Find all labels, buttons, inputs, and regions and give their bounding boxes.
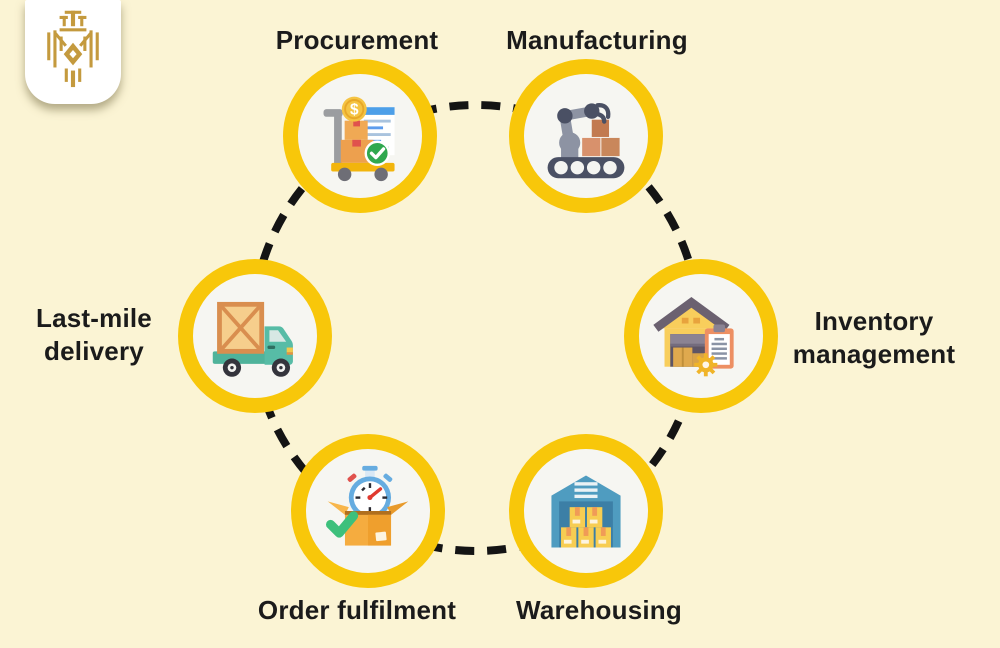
svg-text:$: $ (350, 101, 359, 118)
label-manufacturing: Manufacturing (506, 25, 688, 55)
label-inventory-management: Inventory management (792, 306, 956, 369)
node-warehousing (509, 434, 663, 588)
node-last-mile-delivery (178, 259, 332, 413)
hand-truck-invoice-icon: $ (323, 96, 395, 182)
node-order-fulfilment (291, 434, 445, 588)
label-last-mile-delivery: Last-mile delivery (36, 303, 152, 366)
open-box-stopwatch-check-icon (326, 465, 409, 546)
delivery-truck-crate-icon (212, 301, 293, 377)
warehouse-clipboard-gear-icon (653, 297, 734, 377)
label-procurement: Procurement (275, 25, 439, 55)
robot-arm-conveyor-icon (547, 103, 625, 179)
warehouse-stacked-boxes-icon (551, 475, 621, 548)
brand-logo (25, 0, 121, 104)
label-order-fulfilment: Order fulfilment (257, 595, 457, 625)
node-procurement: $ (283, 59, 437, 213)
node-manufacturing (509, 59, 663, 213)
node-inventory-management (624, 259, 778, 413)
lion-crown-emblem-icon (47, 10, 99, 88)
label-warehousing: Warehousing (516, 595, 682, 625)
